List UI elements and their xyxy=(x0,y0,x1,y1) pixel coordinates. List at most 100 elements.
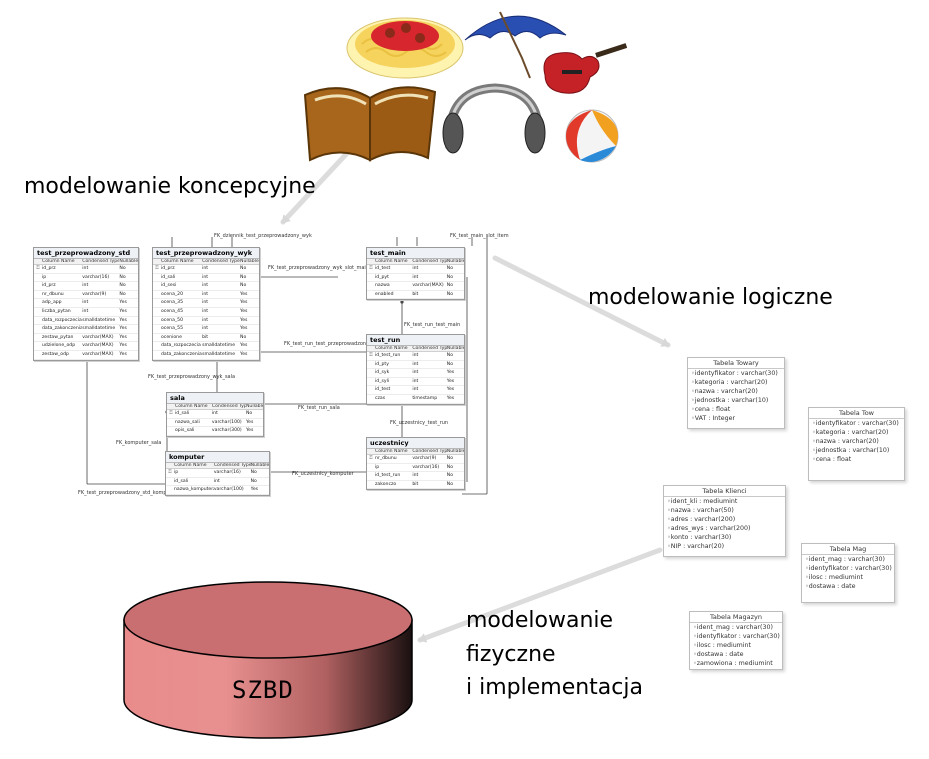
label-physical-modeling-line2: fizyczne xyxy=(466,642,556,667)
row-marker xyxy=(367,378,375,386)
logical-row: ◦cena : float xyxy=(691,406,731,413)
primary-key-icon: ⚿ xyxy=(369,266,373,271)
spaghetti-icon xyxy=(346,17,464,79)
logical-row: ◦zamowiona : mediumint xyxy=(693,660,773,667)
logical-rows: ◦ident_mag : varchar(30) ◦identyfikator :… xyxy=(690,623,782,668)
row-marker xyxy=(34,325,42,333)
logical-row: ◦jednostka : varchar(10) xyxy=(691,397,769,404)
row-marker xyxy=(153,342,161,350)
logical-row: ◦VAT : Integer xyxy=(691,415,736,422)
row-marker xyxy=(367,274,375,282)
logical-table-tow: Tabela Tow ◦identyfikator : varchar(30)◦… xyxy=(808,407,905,481)
row-marker xyxy=(367,464,375,472)
logical-row: ◦adres : varchar(200) xyxy=(667,516,736,523)
concept-icons xyxy=(303,11,628,163)
logical-table-title: Tabela Magazyn xyxy=(690,612,782,623)
book-icon xyxy=(303,86,437,162)
umbrella-icon xyxy=(464,11,567,79)
row-marker xyxy=(153,325,161,333)
logical-row: ◦ilosc : mediumint xyxy=(805,574,864,581)
row-marker xyxy=(166,478,174,486)
logical-row: ◦identyfikator : varchar(30) xyxy=(693,633,780,640)
fk-label: FK_test_main_slot_item xyxy=(450,233,509,239)
logical-table-klienci: Tabela Klienci ◦ident_kli : mediumint◦na… xyxy=(663,485,786,557)
logical-row: ◦kategoria : varchar(20) xyxy=(812,429,889,436)
erd-table-title: test_przeprowadzony_std xyxy=(34,248,138,259)
fk-label: FK_test_przeprowadzony_wyk_slot_main xyxy=(268,265,369,271)
database-cylinder xyxy=(123,581,413,739)
logical-rows: ◦ident_kli : mediumint◦nazwa : varchar(5… xyxy=(664,497,785,551)
logical-row: ◦identyfikator : varchar(30) xyxy=(691,370,778,377)
logical-row: ◦adres_wys : varchar(200) xyxy=(667,525,751,532)
logical-row: ◦kategoria : varchar(20) xyxy=(691,379,768,386)
fk-label: FK_test_przeprowadzony_std_komputer xyxy=(78,490,177,496)
row-marker xyxy=(153,317,161,325)
fk-label: FK_uczestnicy_test_run xyxy=(390,420,449,426)
logical-row: ◦ilosc : mediumint xyxy=(693,642,752,649)
logical-row: ◦NIP : varchar(20) xyxy=(667,543,725,550)
row-marker xyxy=(34,351,42,359)
logical-row: ◦nazwa : varchar(20) xyxy=(812,438,879,445)
beach-ball-icon xyxy=(565,109,619,163)
erd-table-title: test_main xyxy=(367,248,464,259)
row-marker xyxy=(367,472,375,480)
row-marker xyxy=(167,427,175,435)
logical-row: ◦ident_mag : varchar(30) xyxy=(805,556,885,563)
arrow-conceptual xyxy=(280,147,353,225)
erd-table-title: sala xyxy=(167,393,263,404)
logical-table-title: Tabela Tow xyxy=(809,408,904,419)
fk-label: FK_test_run_test_przeprowadzony_wyk xyxy=(284,341,382,347)
logical-rows: ◦identyfikator : varchar(30) ◦kategoria :… xyxy=(688,369,784,423)
logical-row: ◦ident_mag : varchar(30) xyxy=(693,624,773,631)
logical-rows: ◦ident_mag : varchar(30)◦identyfikator :… xyxy=(802,555,894,591)
row-marker xyxy=(34,317,42,325)
erd-table-title: komputer xyxy=(166,452,269,463)
row-marker xyxy=(167,419,175,427)
database-label: SZBD xyxy=(232,676,294,704)
primary-key-icon: ⚿ xyxy=(369,456,373,461)
fk-label: FK_komputer_sala xyxy=(116,440,162,446)
fk-label: FK_dziennik_test_przeprowadzony_wyk xyxy=(214,233,312,239)
row-marker xyxy=(367,291,375,299)
primary-key-icon: ⚿ xyxy=(369,353,373,358)
logical-table-magazyn: Tabela Magazyn ◦ident_mag : varchar(30)◦… xyxy=(689,611,783,670)
row-marker xyxy=(34,342,42,350)
logical-table-title: Tabela Klienci xyxy=(664,486,785,497)
logical-row: ◦ident_kli : mediumint xyxy=(667,498,738,505)
logical-row: ◦konto : varchar(30) xyxy=(667,534,732,541)
